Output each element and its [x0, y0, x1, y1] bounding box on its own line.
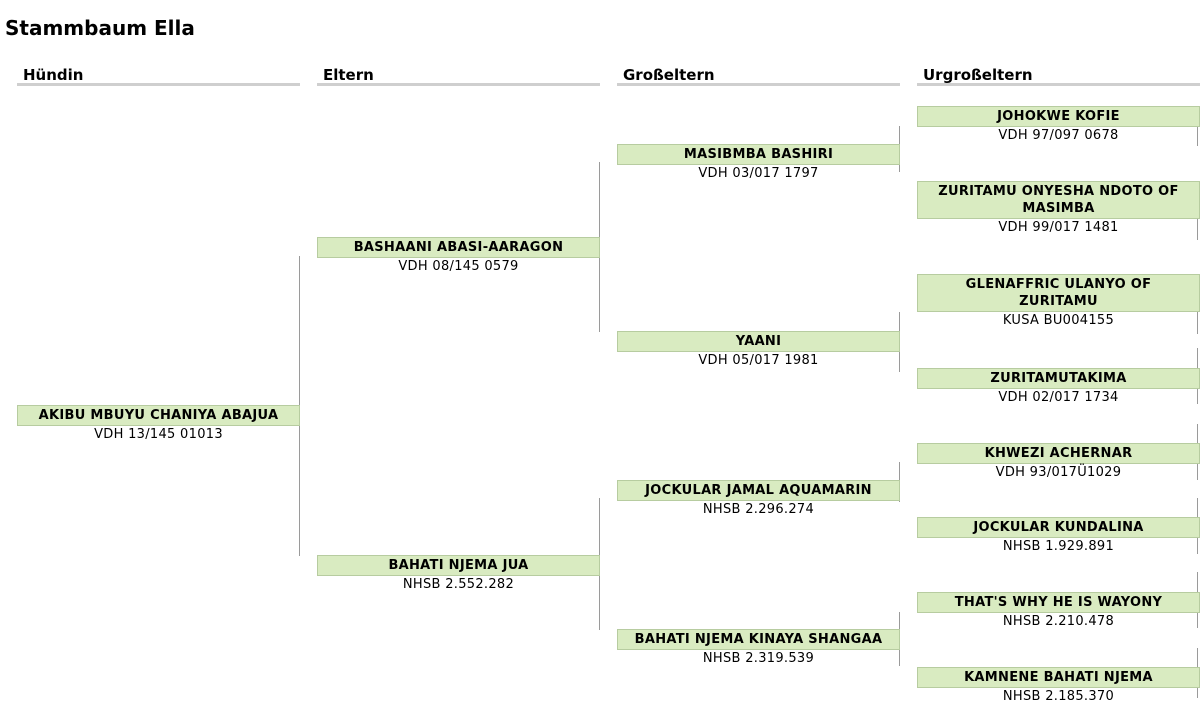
dog-name[interactable]: KAMNENE BAHATI NJEMA [917, 667, 1200, 688]
column-header-grandparents: Großeltern [617, 66, 900, 86]
registration-number: NHSB 1.929.891 [1002, 539, 1115, 554]
pedigree-node-grandparent-2[interactable]: YAANI VDH 05/017 1981 [617, 331, 900, 370]
registration-number: VDH 97/097 0678 [998, 128, 1119, 143]
dog-name[interactable]: THAT'S WHY HE IS WAYONY [917, 592, 1200, 613]
dog-name[interactable]: BASHAANI ABASI-AARAGON [317, 237, 600, 258]
dog-name[interactable]: BAHATI NJEMA JUA [317, 555, 600, 576]
dog-name[interactable]: MASIBMBA BASHIRI [617, 144, 900, 165]
pedigree-node-grandparent-4[interactable]: BAHATI NJEMA KINAYA SHANGAA NHSB 2.319.5… [617, 629, 900, 668]
registration-number: NHSB 2.552.282 [402, 577, 515, 592]
dog-name[interactable]: BAHATI NJEMA KINAYA SHANGAA [617, 629, 900, 650]
dog-name[interactable]: AKIBU MBUYU CHANIYA ABAJUA [17, 405, 300, 426]
pedigree-node-dam-parent[interactable]: BAHATI NJEMA JUA NHSB 2.552.282 [317, 555, 600, 594]
dog-name[interactable]: GLENAFFRIC ULANYO OF ZURITAMU [917, 274, 1200, 312]
pedigree-node-grandparent-1[interactable]: MASIBMBA BASHIRI VDH 03/017 1797 [617, 144, 900, 183]
registration-number: NHSB 2.319.539 [702, 651, 815, 666]
connector-edge-1 [1197, 126, 1198, 146]
pedigree-node-great-grandparent-7[interactable]: THAT'S WHY HE IS WAYONY NHSB 2.210.478 [917, 592, 1200, 631]
dog-name[interactable]: ZURITAMUTAKIMA [917, 368, 1200, 389]
pedigree-node-great-grandparent-3[interactable]: GLENAFFRIC ULANYO OF ZURITAMU KUSA BU004… [917, 274, 1200, 330]
registration-number: NHSB 2.296.274 [702, 502, 815, 517]
pedigree-node-dam[interactable]: AKIBU MBUYU CHANIYA ABAJUA VDH 13/145 01… [17, 405, 300, 444]
column-header-great-grandparents: Urgroßeltern [917, 66, 1200, 86]
pedigree-node-great-grandparent-2[interactable]: ZURITAMU ONYESHA NDOTO OF MASIMBA VDH 99… [917, 181, 1200, 237]
column-header-dam: Hündin [17, 66, 300, 86]
dog-name[interactable]: JOCKULAR KUNDALINA [917, 517, 1200, 538]
connector-edge-2 [1197, 200, 1198, 240]
dog-name[interactable]: JOCKULAR JAMAL AQUAMARIN [617, 480, 900, 501]
dog-name[interactable]: JOHOKWE KOFIE [917, 106, 1200, 127]
column-header-parents: Eltern [317, 66, 600, 86]
registration-number: VDH 03/017 1797 [698, 166, 819, 181]
pedigree-node-great-grandparent-5[interactable]: KHWEZI ACHERNAR VDH 93/017Ü1029 [917, 443, 1200, 482]
pedigree-node-grandparent-3[interactable]: JOCKULAR JAMAL AQUAMARIN NHSB 2.296.274 [617, 480, 900, 519]
registration-number: VDH 08/145 0579 [398, 259, 519, 274]
registration-number: VDH 02/017 1734 [998, 390, 1119, 405]
pedigree-node-great-grandparent-1[interactable]: JOHOKWE KOFIE VDH 97/097 0678 [917, 106, 1200, 145]
registration-number: KUSA BU004155 [1002, 313, 1115, 328]
registration-number: NHSB 2.185.370 [1002, 689, 1115, 704]
registration-number: VDH 93/017Ü1029 [995, 465, 1122, 480]
pedigree-node-great-grandparent-6[interactable]: JOCKULAR KUNDALINA NHSB 1.929.891 [917, 517, 1200, 556]
pedigree-node-sire[interactable]: BASHAANI ABASI-AARAGON VDH 08/145 0579 [317, 237, 600, 276]
dog-name[interactable]: YAANI [617, 331, 900, 352]
registration-number: VDH 05/017 1981 [698, 353, 819, 368]
dog-name[interactable]: ZURITAMU ONYESHA NDOTO OF MASIMBA [917, 181, 1200, 219]
registration-number: VDH 13/145 01013 [94, 427, 223, 442]
pedigree-node-great-grandparent-4[interactable]: ZURITAMUTAKIMA VDH 02/017 1734 [917, 368, 1200, 407]
pedigree-node-great-grandparent-8[interactable]: KAMNENE BAHATI NJEMA NHSB 2.185.370 [917, 667, 1200, 706]
page-title: Stammbaum Ella [5, 16, 195, 40]
registration-number: VDH 99/017 1481 [998, 220, 1119, 235]
registration-number: NHSB 2.210.478 [1002, 614, 1115, 629]
dog-name[interactable]: KHWEZI ACHERNAR [917, 443, 1200, 464]
